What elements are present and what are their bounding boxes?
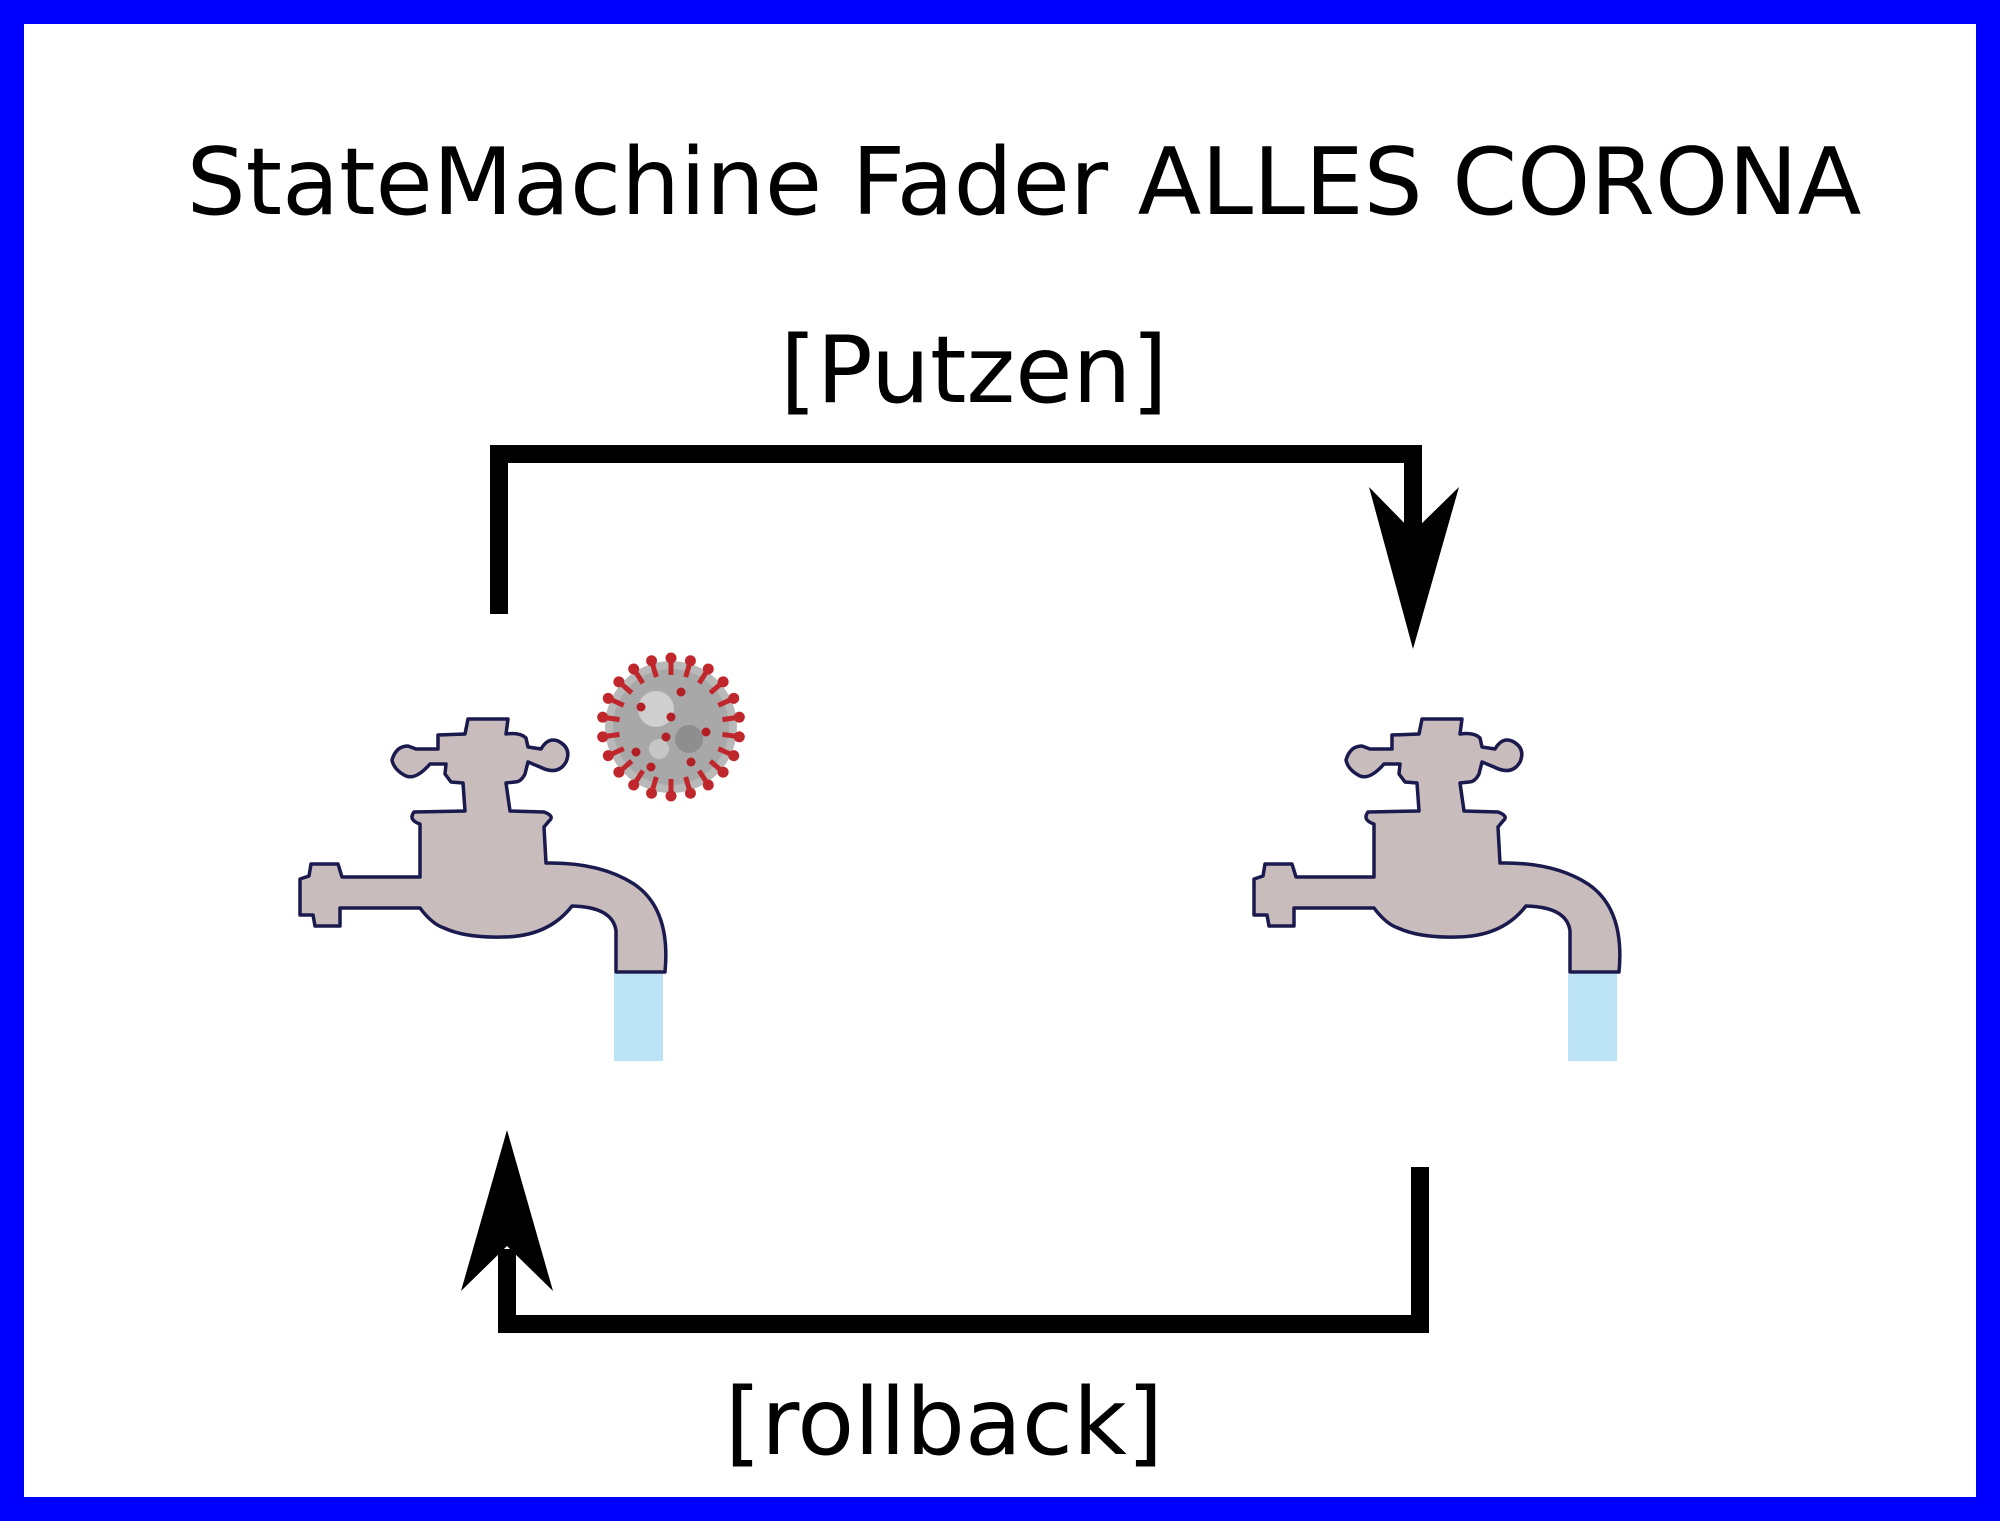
virus-surface-spike: [661, 732, 671, 742]
virus-surface-spike: [701, 727, 711, 737]
arrow-path-top: [490, 445, 1422, 614]
state-clean-faucet: [1252, 717, 1622, 1061]
virus-surface-spike: [631, 747, 641, 757]
state-infected-faucet: [298, 652, 746, 1061]
water-stream: [614, 974, 663, 1061]
faucet-icon: [1252, 717, 1622, 1061]
virus-surface-spike: [646, 762, 656, 772]
virus-surface-spike: [666, 712, 676, 722]
virus-surface-spike: [676, 687, 686, 697]
arrow-path-bottom: [498, 1167, 1429, 1333]
arrow-head-up: [461, 1130, 553, 1291]
state-machine-diagram: StateMachine Fader ALLES CORONA [Putzen]…: [187, 128, 1862, 1476]
virus-surface-spike: [636, 702, 646, 712]
transition-arrow-rollback: [461, 1130, 1429, 1333]
transition-label-top: [Putzen]: [780, 316, 1167, 424]
diagram-title: StateMachine Fader ALLES CORONA: [187, 128, 1862, 236]
faucet-icon: [298, 717, 668, 1061]
coronavirus-icon: [596, 652, 746, 802]
transition-label-bottom: [rollback]: [725, 1368, 1163, 1476]
virus-surface-spike: [686, 757, 696, 767]
water-stream: [1568, 974, 1617, 1061]
arrow-head-down: [1369, 487, 1459, 649]
transition-arrow-putzen: [490, 445, 1459, 649]
